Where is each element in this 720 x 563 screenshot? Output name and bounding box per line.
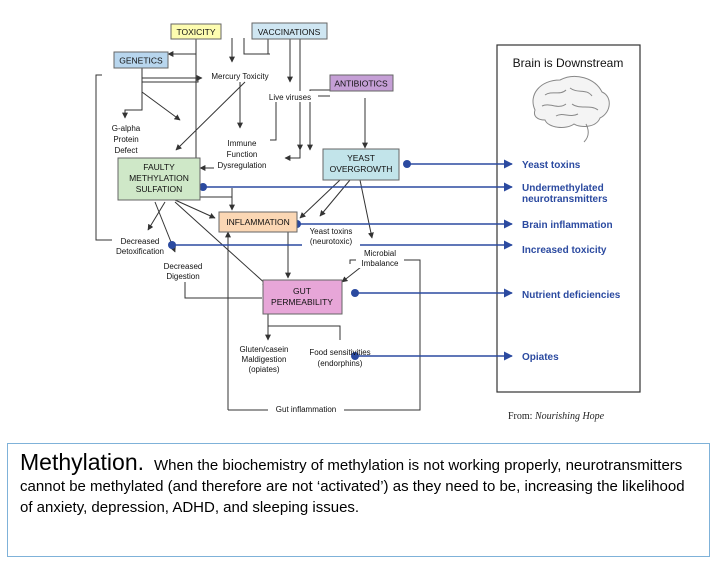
vaccinations-label: VACCINATIONS bbox=[258, 27, 321, 37]
decreased-digestion-line-1: Decreased bbox=[164, 262, 203, 271]
genetics-label: GENETICS bbox=[119, 56, 163, 66]
inflammation-label: INFLAMMATION bbox=[226, 217, 290, 227]
live-viruses-label: Live viruses bbox=[269, 93, 311, 102]
yeast-overgrowth-box bbox=[322, 148, 400, 181]
outcome-arrows bbox=[172, 159, 513, 361]
gluten-line-1: Gluten/casein bbox=[240, 345, 289, 354]
decreased-digestion-line-2: Digestion bbox=[166, 272, 199, 281]
toxicity-box bbox=[170, 23, 222, 40]
galpha-line-3: Defect bbox=[114, 146, 138, 155]
faulty-line-2: METHYLATION bbox=[129, 173, 189, 183]
yeast-toxins-line-2: (neurotoxic) bbox=[310, 237, 353, 246]
gut-inflammation-label: Gut inflammation bbox=[276, 405, 336, 414]
galpha-line-2: Protein bbox=[113, 135, 138, 144]
food-sensitivities-line-2: (endorphins) bbox=[318, 359, 363, 368]
brain-icon bbox=[532, 76, 610, 143]
faulty-methylation-box bbox=[117, 157, 201, 201]
microbial-line-2: Imbalance bbox=[362, 259, 399, 268]
galpha-line-1: G-alpha bbox=[112, 124, 141, 133]
outcome-yeast-toxins: Yeast toxins bbox=[522, 160, 581, 171]
decreased-detox-line-1: Decreased bbox=[121, 237, 160, 246]
inflammation-box bbox=[218, 211, 298, 233]
vaccinations-box bbox=[251, 22, 328, 40]
gut-line-2: PERMEABILITY bbox=[271, 297, 333, 307]
caption-text: Methylation.When the biochemistry of met… bbox=[20, 449, 699, 518]
caption-box: Methylation.When the biochemistry of met… bbox=[7, 443, 710, 557]
caption-body: When the biochemistry of methylation is … bbox=[20, 457, 685, 516]
yeast-line-2: OVERGROWTH bbox=[330, 164, 393, 174]
outcome-opiates: Opiates bbox=[522, 352, 559, 363]
outcome-undermethylated-line-1: Undermethylated bbox=[522, 183, 604, 194]
decreased-detox-line-2: Detoxification bbox=[116, 247, 164, 256]
gut-line-1: GUT bbox=[293, 286, 311, 296]
food-sensitivities-line-1: Food sensitivities bbox=[309, 348, 370, 357]
gut-permeability-box bbox=[262, 279, 343, 315]
gluten-line-2: Maldigestion bbox=[242, 355, 287, 364]
outcome-brain-inflammation: Brain inflammation bbox=[522, 220, 613, 231]
gluten-line-3: (opiates) bbox=[248, 365, 279, 374]
immune-line-2: Function bbox=[227, 150, 258, 159]
caption-heading: Methylation. bbox=[20, 449, 145, 475]
faulty-line-1: FAULTY bbox=[143, 162, 175, 172]
yeast-toxins-line-1: Yeast toxins bbox=[310, 227, 353, 236]
faulty-line-3: SULFATION bbox=[136, 184, 183, 194]
outcome-undermethylated-line-2: neurotransmitters bbox=[522, 194, 608, 205]
source-credit: From: Nourishing Hope bbox=[508, 411, 605, 422]
outcome-nutrient-deficiencies: Nutrient deficiencies bbox=[522, 290, 621, 301]
toxicity-label: TOXICITY bbox=[176, 27, 215, 37]
immune-line-3: Dysregulation bbox=[218, 161, 267, 170]
antibiotics-label: ANTIBIOTICS bbox=[334, 79, 388, 89]
genetics-box bbox=[113, 51, 169, 69]
microbial-line-1: Microbial bbox=[364, 249, 396, 258]
outcome-increased-toxicity: Increased toxicity bbox=[522, 245, 607, 256]
immune-line-1: Immune bbox=[228, 139, 257, 148]
mercury-toxicity-label: Mercury Toxicity bbox=[211, 72, 268, 81]
antibiotics-box bbox=[329, 74, 394, 92]
brain-panel-title: Brain is Downstream bbox=[513, 56, 624, 70]
yeast-line-1: YEAST bbox=[347, 153, 375, 163]
outcome-dots bbox=[168, 160, 411, 360]
